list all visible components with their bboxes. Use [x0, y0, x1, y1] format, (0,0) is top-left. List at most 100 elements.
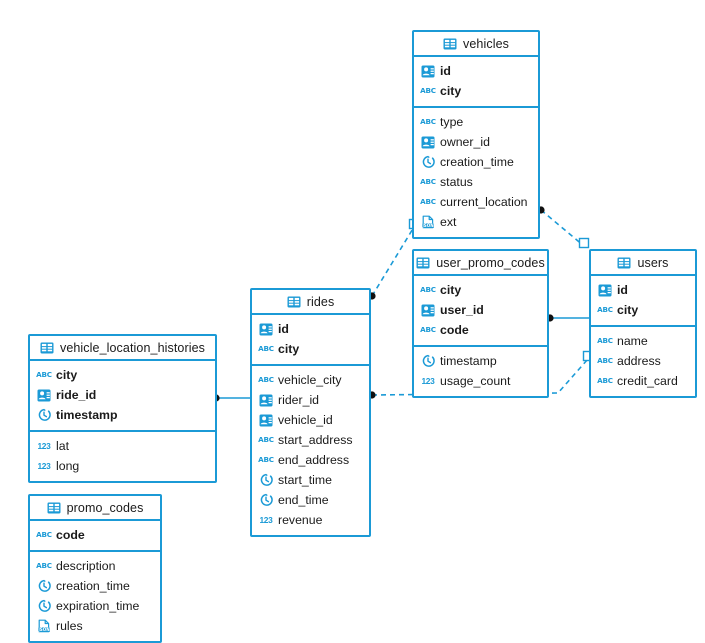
- column-field[interactable]: creation_time: [30, 576, 160, 596]
- field-label: current_location: [440, 195, 528, 209]
- field-label: name: [617, 334, 648, 348]
- column-field[interactable]: JSON rules: [30, 616, 160, 636]
- relationship-vehicles-to-users[interactable]: [537, 206, 590, 249]
- field-label: city: [617, 303, 639, 317]
- entity-title: users: [637, 255, 669, 270]
- key-id-icon: [259, 322, 273, 336]
- primary-key-field[interactable]: id: [414, 61, 538, 81]
- abc-string-icon: ABC: [420, 285, 436, 295]
- entity-header-promo_codes[interactable]: promo_codes: [30, 496, 160, 521]
- entity-header-vehicles[interactable]: vehicles: [414, 32, 538, 57]
- column-field[interactable]: expiration_time: [30, 596, 160, 616]
- field-label: creation_time: [56, 579, 130, 593]
- json-document-icon: JSON: [421, 215, 435, 229]
- key-id-icon: [37, 388, 51, 402]
- abc-string-icon: ABC: [36, 370, 52, 380]
- column-field[interactable]: start_time: [252, 470, 369, 490]
- key-id-icon: [421, 303, 435, 317]
- field-label: city: [440, 84, 462, 98]
- column-field[interactable]: end_time: [252, 490, 369, 510]
- table-icon: [617, 256, 631, 270]
- primary-key-field[interactable]: user_id: [414, 300, 547, 320]
- column-field[interactable]: creation_time: [414, 152, 538, 172]
- primary-key-field[interactable]: timestamp: [30, 405, 215, 425]
- primary-key-field[interactable]: id: [591, 280, 695, 300]
- relationship-vehicles-to-rides[interactable]: [368, 218, 420, 300]
- field-label: user_id: [440, 303, 484, 317]
- abc-string-icon: ABC: [258, 435, 274, 445]
- field-label: rules: [56, 619, 83, 633]
- abc-string-icon: ABC: [420, 197, 436, 207]
- field-label: id: [278, 322, 289, 336]
- field-label: ext: [440, 215, 457, 229]
- relationship-upc-to-users[interactable]: [546, 314, 589, 322]
- field-label: start_time: [278, 473, 332, 487]
- field-label: long: [56, 459, 80, 473]
- abc-string-icon: ABC: [597, 336, 613, 346]
- abc-string-icon: ABC: [597, 356, 613, 366]
- entity-header-user_promo_codes[interactable]: user_promo_codes: [414, 251, 547, 276]
- column-field[interactable]: owner_id: [414, 132, 538, 152]
- entity-header-rides[interactable]: rides: [252, 290, 369, 315]
- svg-text:JSON: JSON: [421, 223, 434, 228]
- clock-timestamp-icon: [259, 493, 273, 507]
- column-field[interactable]: JSON ext: [414, 212, 538, 232]
- primary-key-field[interactable]: id: [252, 319, 369, 339]
- field-label: city: [56, 368, 78, 382]
- abc-string-icon: ABC: [597, 376, 613, 386]
- field-label: rider_id: [278, 393, 320, 407]
- clock-timestamp-icon: [37, 599, 51, 613]
- column-field[interactable]: ABC current_location: [414, 192, 538, 212]
- abc-string-icon: ABC: [420, 325, 436, 335]
- field-label: end_address: [278, 453, 350, 467]
- column-field[interactable]: ABC start_address: [252, 430, 369, 450]
- primary-key-field[interactable]: ABC city: [30, 365, 215, 385]
- clock-timestamp-icon: [421, 155, 435, 169]
- 123-number-icon: 123: [37, 460, 51, 471]
- entity-header-users[interactable]: users: [591, 251, 695, 276]
- entity-header-vehicle_location_histories[interactable]: vehicle_location_histories: [30, 336, 215, 361]
- column-field[interactable]: ABC name: [591, 331, 695, 351]
- svg-text:JSON: JSON: [37, 627, 50, 632]
- field-label: start_address: [278, 433, 353, 447]
- primary-key-field[interactable]: ride_id: [30, 385, 215, 405]
- column-field[interactable]: 123 long: [30, 456, 215, 476]
- column-field[interactable]: vehicle_id: [252, 410, 369, 430]
- field-label: id: [617, 283, 628, 297]
- column-field[interactable]: timestamp: [414, 351, 547, 371]
- relationship-vlh-to-rides[interactable]: [212, 394, 250, 402]
- column-field[interactable]: rider_id: [252, 390, 369, 410]
- field-label: description: [56, 559, 116, 573]
